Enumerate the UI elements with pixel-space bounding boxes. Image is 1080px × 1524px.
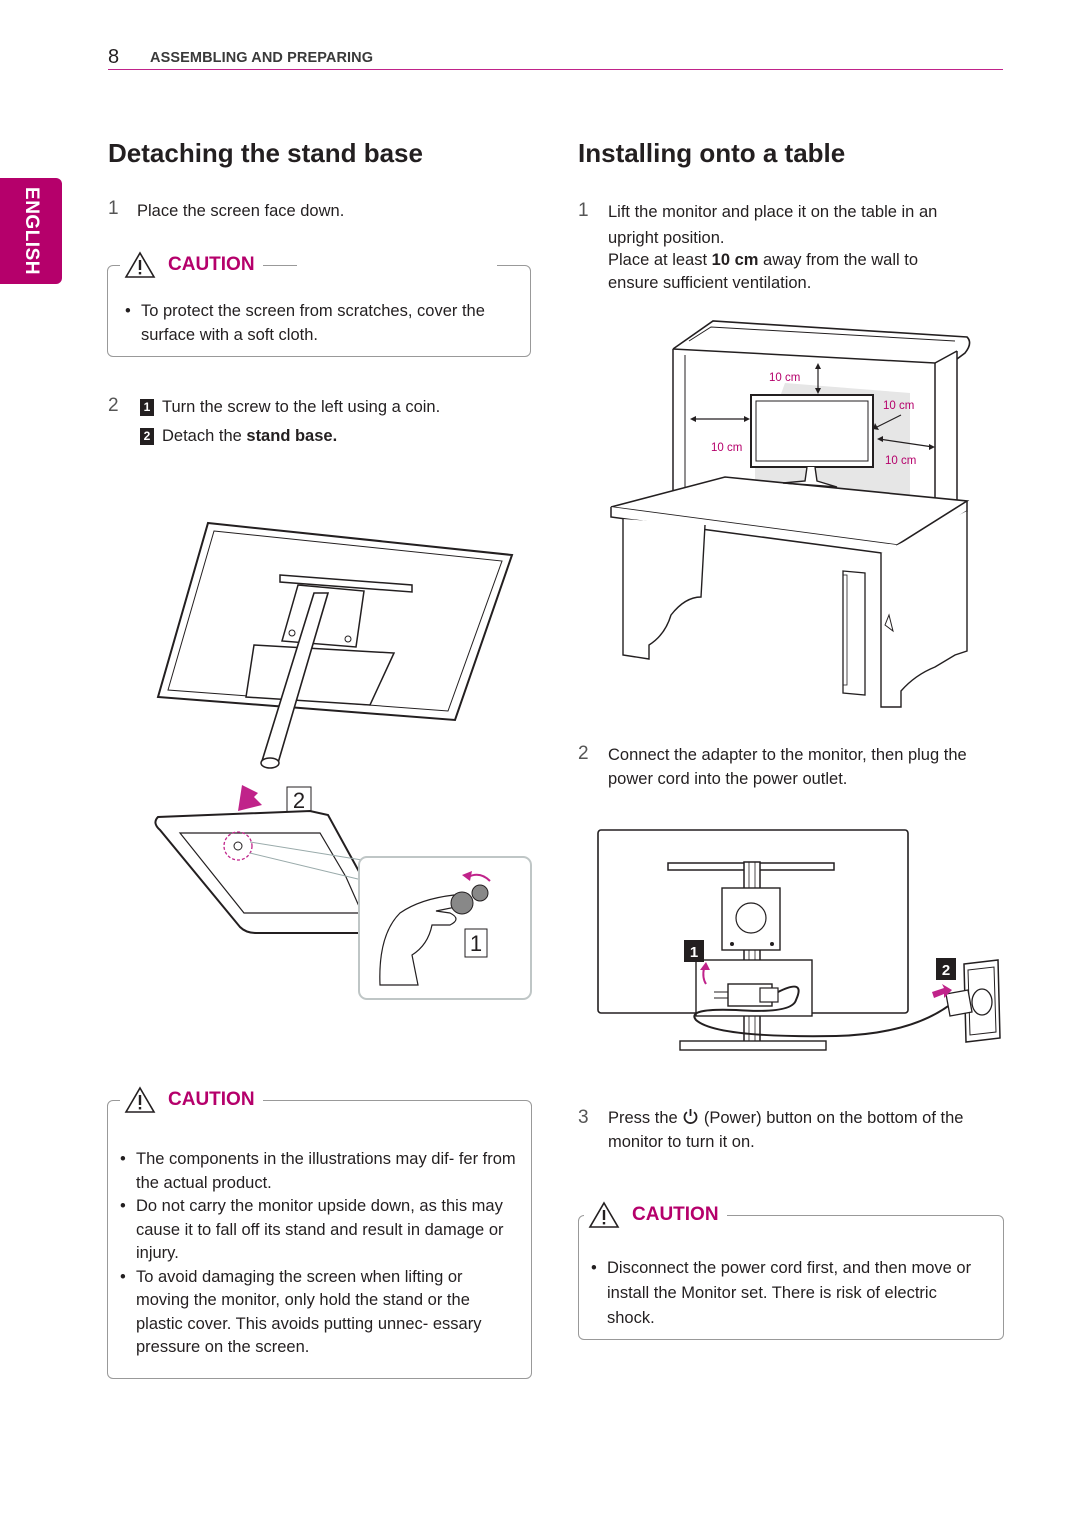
- warning-icon: [124, 251, 156, 278]
- power-icon: [683, 1109, 698, 1124]
- caution-item: Do not carry the monitor upside down, as…: [120, 1195, 518, 1266]
- right-step-1: 1: [578, 200, 589, 222]
- caution-label: CAUTION: [168, 1089, 255, 1110]
- step-number: 2: [108, 395, 119, 416]
- step-line: Lift the monitor and place it on the tab…: [608, 203, 938, 221]
- step-line: ensure sufficient ventilation.: [608, 274, 812, 292]
- caution-2-list: The components in the illustrations may …: [120, 1148, 518, 1360]
- left-step-1: 1 Place the screen face down.: [108, 198, 344, 220]
- right-section-title: Installing onto a table: [578, 138, 846, 168]
- caution-label: CAUTION: [168, 254, 255, 275]
- desk-clearance-illustration: 10 cm 10 cm 10 cm 10 cm: [610, 320, 971, 708]
- callout-1: 1: [470, 931, 482, 956]
- sub-2-bold: stand base.: [246, 427, 338, 445]
- warning-icon: [588, 1201, 620, 1228]
- caution-1-list: To protect the screen from scratches, co…: [125, 300, 525, 347]
- step-line: upright position.: [608, 229, 725, 247]
- step-text: Place the screen face down.: [137, 202, 345, 220]
- caution-box-3: Disconnect the power cord first, and the…: [578, 1215, 1004, 1340]
- callout-2: 2: [942, 962, 950, 979]
- caution-header-1: CAUTION: [120, 250, 263, 280]
- step-number: 2: [578, 743, 589, 764]
- step-number: 1: [108, 198, 119, 219]
- right-step-2: 2: [578, 743, 589, 765]
- clearance-label-right-top: 10 cm: [883, 400, 914, 412]
- sub-2-text: Detach the: [162, 427, 247, 445]
- caution-item: The components in the illustrations may …: [120, 1148, 518, 1195]
- power-connection-illustration: 1 2: [597, 829, 1001, 1051]
- step-number: 3: [578, 1107, 589, 1128]
- page-number: 8: [108, 46, 120, 68]
- callout-2: 2: [293, 788, 305, 813]
- stand-detach-illustration: 2 1: [154, 521, 532, 1000]
- caution-label: CAUTION: [632, 1204, 719, 1225]
- warning-icon: [124, 1086, 156, 1113]
- step-line: Place at least 10 cm away from the wall …: [608, 251, 918, 269]
- clearance-label-right: 10 cm: [885, 455, 916, 467]
- language-tab: ENGLISH: [0, 178, 62, 284]
- step-number: 1: [578, 200, 589, 221]
- caution-3-list: Disconnect the power cord first, and the…: [591, 1256, 986, 1331]
- caution-header-3: CAUTION: [584, 1200, 727, 1230]
- caution-box-2: The components in the illustrations may …: [107, 1100, 532, 1379]
- header-rule: [108, 69, 1003, 70]
- step-2-sub-1: 1 Turn the screw to the left using a coin…: [140, 395, 440, 419]
- callout-1: 1: [690, 944, 698, 961]
- caution-item: To avoid damaging the screen when liftin…: [120, 1266, 518, 1360]
- right-step-2-text: Connect the adapter to the monitor, then…: [608, 746, 967, 788]
- caution-item: To protect the screen from scratches, co…: [125, 300, 525, 347]
- right-step-3: 3: [578, 1107, 589, 1129]
- sub-1-text: Turn the screw to the left using a coin.: [162, 398, 441, 416]
- language-tab-label: ENGLISH: [21, 187, 42, 275]
- number-badge: 2: [140, 428, 154, 445]
- left-section-title: Detaching the stand base: [108, 138, 423, 168]
- clearance-label-top: 10 cm: [769, 372, 800, 384]
- caution-header-2: CAUTION: [120, 1085, 263, 1115]
- left-step-2: 2: [108, 395, 119, 417]
- caution-item: Disconnect the power cord first, and the…: [591, 1256, 986, 1331]
- clearance-label-left: 10 cm: [711, 442, 742, 454]
- caution-box-1: To protect the screen from scratches, co…: [107, 265, 531, 357]
- right-step-1-text: Lift the monitor and place it on the tab…: [608, 200, 1008, 295]
- number-badge: 1: [140, 399, 154, 416]
- right-step-3-text: Press the (Power) button on the bottom o…: [608, 1109, 964, 1151]
- section-title: ASSEMBLING AND PREPARING: [150, 50, 374, 66]
- step-2-sub-2: 2 Detach the stand base.: [140, 424, 337, 448]
